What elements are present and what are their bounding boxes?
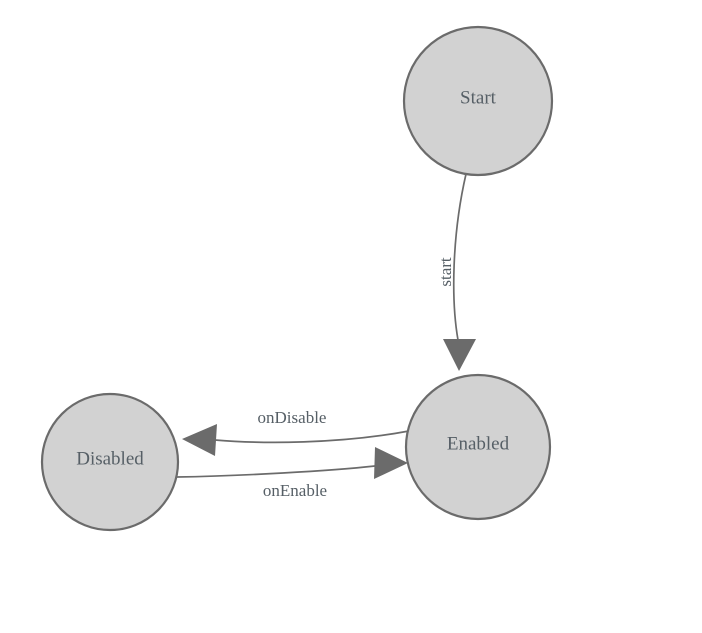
- edge-enabled-to-disabled-path: [214, 430, 410, 444]
- edge-label-onenable: onEnable: [263, 481, 327, 500]
- edge-disabled-to-enabled-arrowhead: [374, 447, 408, 479]
- edge-enabled-to-disabled-arrowhead: [182, 424, 217, 456]
- node-enabled-circle: [404, 373, 552, 521]
- edge-enabled-to-disabled[interactable]: onDisable: [182, 408, 410, 456]
- edge-label-start: start: [436, 257, 455, 287]
- edge-disabled-to-enabled-path: [176, 465, 376, 478]
- edge-start-to-enabled-path: [452, 173, 467, 341]
- node-disabled-label: Disabled: [76, 448, 144, 469]
- node-disabled-circle: [40, 392, 180, 532]
- edge-start-to-enabled-arrowhead: [443, 339, 476, 371]
- node-start-label: Start: [460, 87, 497, 108]
- edge-disabled-to-enabled[interactable]: onEnable: [176, 447, 408, 500]
- node-enabled[interactable]: Enabled: [404, 373, 552, 521]
- node-start[interactable]: Start: [402, 25, 554, 177]
- node-enabled-label: Enabled: [447, 433, 510, 454]
- node-start-circle: [402, 25, 554, 177]
- node-disabled[interactable]: Disabled: [40, 392, 180, 532]
- edge-start-to-enabled[interactable]: start: [436, 173, 476, 371]
- edge-label-ondisable: onDisable: [258, 408, 327, 427]
